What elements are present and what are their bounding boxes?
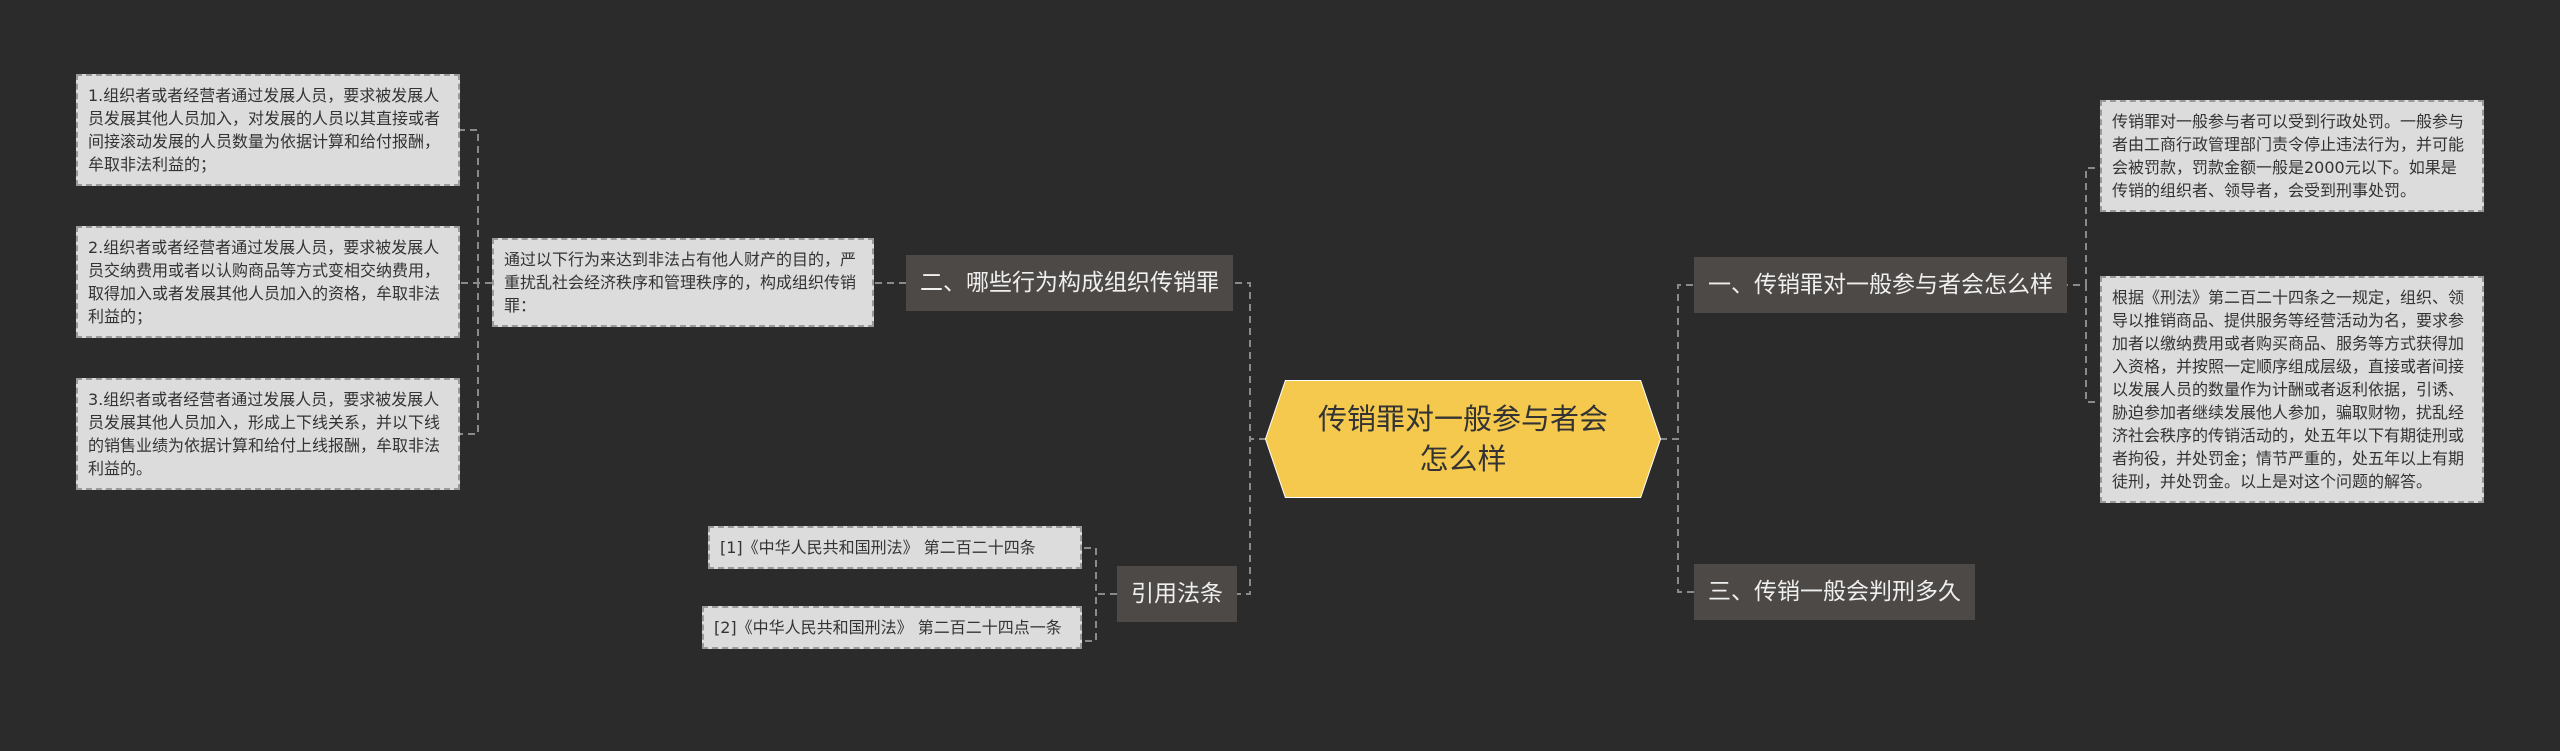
branch-label: 二、哪些行为构成组织传销罪 xyxy=(920,270,1219,296)
branch-label: 三、传销一般会判刑多久 xyxy=(1708,579,1961,605)
leaf-text: 1.组织者或者经营者通过发展人员，要求被发展人员发展其他人员加入，对发展的人员以… xyxy=(88,86,441,174)
leaf-node-law-2[interactable]: [2]《中华人民共和国刑法》 第二百二十四点一条 xyxy=(702,606,1082,649)
edge-intro-item-1 xyxy=(460,129,492,284)
edge-center-left-1 xyxy=(1234,282,1266,440)
leaf-text: 通过以下行为来达到非法占有他人财产的目的，严重扰乱社会经济秩序和管理秩序的，构成… xyxy=(504,250,857,315)
leaf-text: 2.组织者或者经营者通过发展人员，要求被发展人员交纳费用或者以认购商品等方式变相… xyxy=(88,238,441,326)
central-topic-title: 传销罪对一般参与者会怎么样 xyxy=(1317,402,1608,476)
leaf-node-intro[interactable]: 通过以下行为来达到非法占有他人财产的目的，严重扰乱社会经济秩序和管理秩序的，构成… xyxy=(492,238,874,327)
leaf-text: 传销罪对一般参与者可以受到行政处罚。一般参与者由工商行政管理部门责令停止违法行为… xyxy=(2112,112,2465,200)
edge-left-2-item-1 xyxy=(1082,547,1117,595)
branch-label: 引用法条 xyxy=(1131,581,1223,607)
branch-node-right-1[interactable]: 一、传销罪对一般参与者会怎么样 xyxy=(1694,257,2067,313)
leaf-text: [2]《中华人民共和国刑法》 第二百二十四点一条 xyxy=(714,618,1062,637)
leaf-node-penalty-2[interactable]: 根据《刑法》第二百二十四条之一规定，组织、领导以推销商品、提供服务等经营活动为名… xyxy=(2100,276,2484,503)
edge-center-left-2 xyxy=(1234,438,1266,595)
branch-label: 一、传销罪对一般参与者会怎么样 xyxy=(1708,272,2053,298)
leaf-text: [1]《中华人民共和国刑法》 第二百二十四条 xyxy=(720,538,1036,557)
branch-node-left-1[interactable]: 二、哪些行为构成组织传销罪 xyxy=(906,255,1233,311)
leaf-node-penalty-1[interactable]: 传销罪对一般参与者可以受到行政处罚。一般参与者由工商行政管理部门责令停止违法行为… xyxy=(2100,100,2484,212)
leaf-text: 根据《刑法》第二百二十四条之一规定，组织、领导以推销商品、提供服务等经营活动为名… xyxy=(2112,288,2465,491)
leaf-node-item-2[interactable]: 2.组织者或者经营者通过发展人员，要求被发展人员交纳费用或者以认购商品等方式变相… xyxy=(76,226,460,338)
edge-left-2-item-2 xyxy=(1082,593,1117,642)
edge-center-right-2 xyxy=(1660,438,1694,593)
edge-intro-item-3 xyxy=(460,282,492,435)
branch-node-right-2[interactable]: 三、传销一般会判刑多久 xyxy=(1694,564,1975,620)
central-topic-node[interactable]: 传销罪对一般参与者会怎么样 xyxy=(1266,381,1660,497)
leaf-node-item-3[interactable]: 3.组织者或者经营者通过发展人员，要求被发展人员发展其他人员加入，形成上下线关系… xyxy=(76,378,460,490)
branch-node-left-2[interactable]: 引用法条 xyxy=(1117,566,1237,622)
edge-center-right-1 xyxy=(1660,284,1694,440)
edge-right-1-item-2 xyxy=(2061,284,2100,403)
leaf-node-law-1[interactable]: [1]《中华人民共和国刑法》 第二百二十四条 xyxy=(708,526,1082,569)
leaf-text: 3.组织者或者经营者通过发展人员，要求被发展人员发展其他人员加入，形成上下线关系… xyxy=(88,390,441,478)
leaf-node-item-1[interactable]: 1.组织者或者经营者通过发展人员，要求被发展人员发展其他人员加入，对发展的人员以… xyxy=(76,74,460,186)
